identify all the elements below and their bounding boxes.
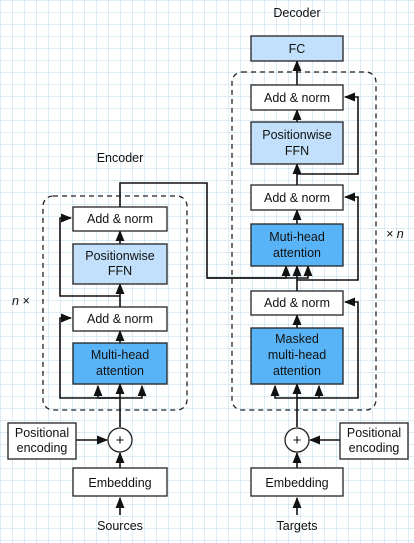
plus-icon: + (293, 432, 302, 449)
encoder-attention-label-line2: attention (96, 364, 144, 378)
decoder-positional-encoding: Positional encoding (339, 422, 409, 460)
encoder-attention-label-line1: Multi-head (91, 348, 149, 362)
decoder-block-outline (231, 71, 377, 411)
decoder-masked-label-line1: Masked (275, 332, 319, 346)
decoder-repeat-label: × n (386, 227, 404, 241)
encoder-embedding-label: Embedding (88, 476, 151, 490)
decoder-ffn-label-line1: Positionwise (262, 128, 332, 142)
encoder-ffn-label-line2: FFN (108, 264, 132, 278)
decoder-add-norm-top: Add & norm (250, 84, 344, 111)
decoder-pos-label-line2: encoding (349, 441, 400, 455)
decoder-title: Decoder (273, 6, 320, 20)
encoder-add-norm-top-label: Add & norm (87, 212, 153, 226)
encoder-add-norm-bottom-label: Add & norm (87, 312, 153, 326)
decoder-fc-label: FC (289, 42, 306, 56)
decoder-input-label: Targets (277, 519, 318, 533)
decoder-connections (270, 59, 359, 515)
decoder-cross-attention-label-line2: attention (273, 246, 321, 260)
decoder-add-norm-middle: Add & norm (250, 184, 344, 211)
decoder-cross-attention: Muti-head attention (250, 223, 344, 267)
decoder-plus-node: + (284, 427, 310, 453)
decoder-ffn: Positionwise FFN (250, 121, 344, 165)
decoder-cross-attention-label-line1: Muti-head (269, 230, 325, 244)
encoder-positional-encoding: Positional encoding (7, 422, 77, 460)
decoder-add-norm-bottom-label: Add & norm (264, 296, 330, 310)
encoder-add-norm-bottom: Add & norm (72, 306, 168, 332)
encoder-ffn: Positionwise FFN (72, 243, 168, 285)
decoder-embedding-label: Embedding (265, 476, 328, 490)
decoder-pos-label-line1: Positional (347, 426, 401, 440)
decoder-add-norm-top-label: Add & norm (264, 91, 330, 105)
encoder-embedding: Embedding (72, 467, 168, 497)
encoder-plus-node: + (107, 427, 133, 453)
decoder-masked-label-line3: attention (273, 364, 321, 378)
encoder-repeat-label: n × (12, 294, 30, 308)
plus-icon: + (116, 432, 125, 449)
encoder-input-label: Sources (97, 519, 143, 533)
encoder-multi-head-attention: Multi-head attention (72, 342, 168, 385)
decoder-fc: FC (250, 35, 344, 62)
encoder-title: Encoder (97, 151, 144, 165)
decoder-masked-label-line2: multi-head (268, 348, 326, 362)
decoder-add-norm-middle-label: Add & norm (264, 191, 330, 205)
encoder-connections (59, 182, 313, 515)
decoder-masked-attention: Masked multi-head attention (250, 327, 344, 385)
encoder-ffn-label-line1: Positionwise (85, 249, 155, 263)
encoder-pos-label-line2: encoding (17, 441, 68, 455)
encoder-pos-label-line1: Positional (15, 426, 69, 440)
decoder-ffn-label-line2: FFN (285, 144, 309, 158)
encoder-add-norm-top: Add & norm (72, 206, 168, 232)
decoder-embedding: Embedding (250, 467, 344, 497)
encoder-block-outline (42, 195, 188, 411)
decoder-add-norm-bottom: Add & norm (250, 290, 344, 316)
